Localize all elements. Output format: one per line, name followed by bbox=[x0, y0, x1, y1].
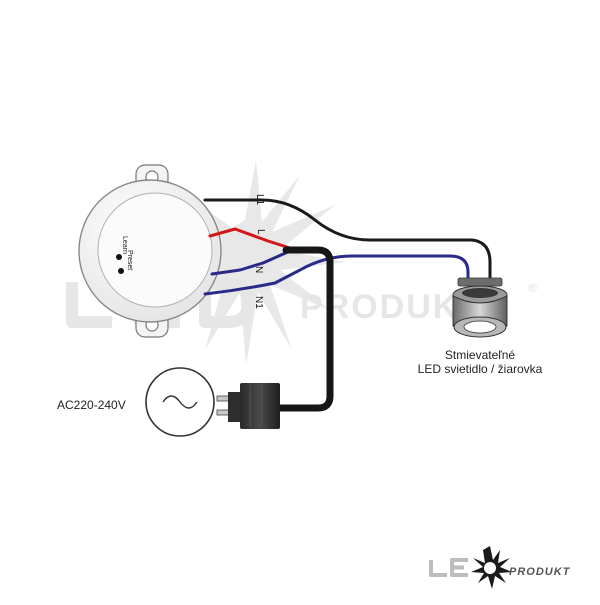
wire-label-n: N bbox=[253, 266, 264, 273]
sine-wave-icon bbox=[162, 395, 198, 409]
wire-label-l: L bbox=[255, 229, 266, 235]
mains-plug bbox=[216, 383, 280, 429]
led-lamp bbox=[452, 277, 508, 338]
preset-label: Preset bbox=[126, 250, 133, 270]
wire-n1 bbox=[203, 254, 470, 296]
wires bbox=[203, 198, 492, 412]
learn-label: Learn bbox=[121, 236, 128, 254]
module-face bbox=[97, 192, 213, 308]
wire-label-l1: L1 bbox=[254, 194, 265, 206]
learn-button[interactable] bbox=[116, 254, 122, 260]
plug-body bbox=[240, 383, 280, 429]
lamp-rim-inner bbox=[462, 288, 498, 298]
lamp-lens bbox=[463, 320, 497, 334]
plug-pin-top bbox=[216, 395, 230, 402]
ac-source bbox=[145, 367, 215, 437]
lamp-label-line2: LED svietidlo / žiarovka bbox=[418, 362, 543, 376]
preset-button[interactable] bbox=[118, 268, 124, 274]
ac-source-label: AC220-240V bbox=[57, 398, 126, 412]
wire-n bbox=[210, 249, 292, 276]
lamp-label-line1: Stmievateľné bbox=[445, 348, 516, 362]
logo-led-letters bbox=[429, 558, 468, 577]
plug-face bbox=[228, 392, 240, 422]
lamp-top-cap bbox=[457, 277, 503, 287]
wire-l bbox=[208, 227, 292, 250]
dimmer-module: Learn Preset bbox=[78, 164, 222, 338]
brand-logo: PRODUKT bbox=[429, 546, 571, 589]
logo-starburst bbox=[471, 546, 512, 589]
plug-pin-bottom bbox=[216, 409, 230, 416]
wire-l1 bbox=[203, 198, 492, 282]
wire-label-n1: N1 bbox=[253, 296, 264, 309]
watermark-registered: ® bbox=[528, 281, 537, 295]
mains-cable bbox=[274, 246, 334, 412]
logo-brand: PRODUKT bbox=[509, 566, 571, 578]
